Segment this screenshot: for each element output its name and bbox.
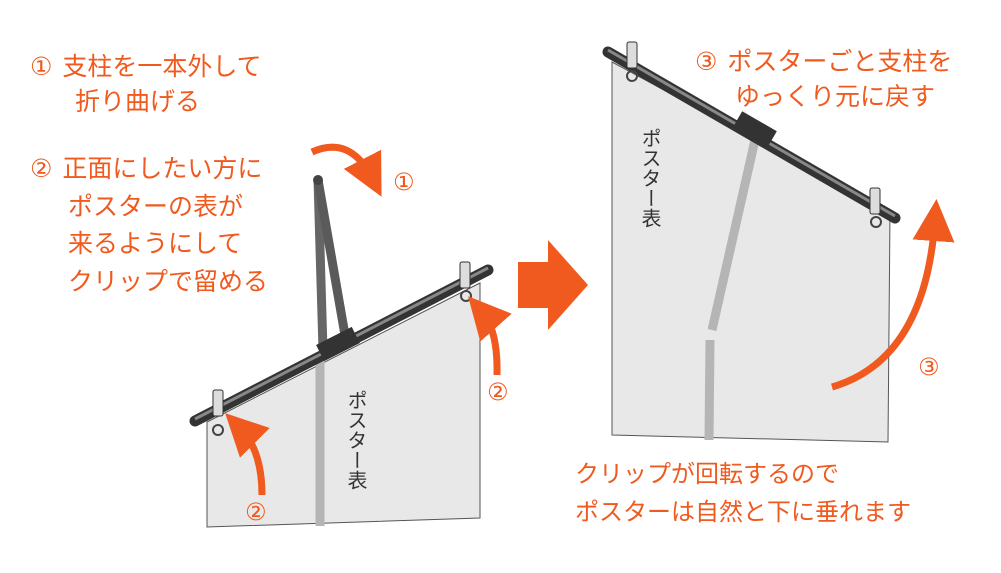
arrow2-right-label: ② [487,378,509,406]
rotate-arrow-icon [310,143,382,197]
poster-face-label: ポスター表 [344,390,368,490]
folded-pole-b [313,179,350,336]
arrow1-label: ① [393,168,415,196]
clip-icon-right [869,187,882,228]
return-arrow-icon [831,199,955,391]
up-arrow-icon-right [468,296,512,376]
svg-text:ポスターの表が: ポスターの表が [68,192,243,221]
arrow2-left-label: ② [245,498,267,526]
clip-icon-right [459,261,472,302]
svg-text:ゆっくり元に戻す: ゆっくり元に戻す [735,82,935,111]
left-figure: ポスター表 [189,175,494,528]
poster-face-label: ポスター表 [638,128,662,228]
right-figure: ポスター表 [602,41,901,443]
clip-icon-left [626,41,638,82]
up-arrow-icon-left [225,413,270,496]
clip-icon-left [212,389,224,436]
upper-pole [707,139,760,331]
arrow3-label: ③ [918,353,940,381]
next-arrow-icon [518,240,588,330]
lower-pole [704,339,715,441]
note-text: クリップが回転するので ポスターは自然と下に垂れます [575,460,911,526]
svg-text:クリップが回転するので: クリップが回転するので [575,460,839,488]
svg-text:折り曲げる: 折り曲げる [75,87,200,116]
svg-text:来るようにして: 来るようにして [68,229,242,258]
svg-text:ポスターは自然と下に垂れます: ポスターは自然と下に垂れます [575,498,911,526]
joint [316,326,360,362]
svg-text:クリップで留める: クリップで留める [68,267,268,296]
poster-sheet [206,282,481,528]
joint [733,111,777,147]
